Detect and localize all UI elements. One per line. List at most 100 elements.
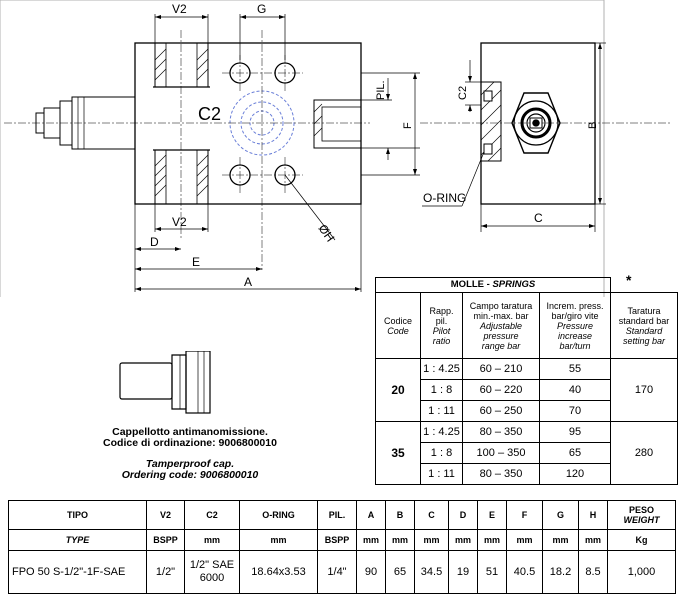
dim-f: F (402, 122, 414, 129)
dim-c2-side: C2 (457, 86, 469, 100)
col-b: B (385, 500, 415, 530)
range-cell: 80 – 350 (462, 421, 540, 443)
dim-pil: PIL. (375, 80, 387, 100)
col-peso-label: PESO (628, 505, 654, 515)
cell-tipo: FPO 50 S-1/2"-1F-SAE (8, 550, 147, 594)
unit-v2: BSPP (146, 529, 185, 551)
cell-h: 8.5 (578, 550, 608, 594)
dim-b: B (587, 122, 599, 129)
cell-oring: 18.64x3.53 (239, 550, 318, 594)
ratio-cell: 1 : 4.25 (420, 421, 463, 443)
h-pinc1: Pressure (556, 320, 593, 331)
ratio-cell: 1 : 11 (420, 463, 463, 485)
h-rapp: Rapp. (429, 305, 454, 316)
h-adj1: Adjustable (479, 320, 523, 331)
h-pinc3: bar/turn (559, 340, 591, 351)
range-cell: 60 – 210 (462, 358, 540, 380)
unit-peso: Kg (607, 529, 676, 551)
table-row: 1 : 11 60 – 250 70 (376, 400, 678, 422)
col-pil: PIL. (317, 500, 357, 530)
range-cell: 100 – 350 (462, 442, 540, 464)
technical-drawing: V2 G C2 V2 D E A PIL. F ØH B C2 C O-RING (0, 0, 672, 297)
ratio-cell: 1 : 11 (420, 400, 463, 422)
cell-g: 18.2 (542, 550, 579, 594)
tamperproof-cap-drawing (119, 351, 211, 414)
header-codice: Codice (383, 315, 412, 326)
specs-table: TIPO V2 C2 O-RING PIL. A B C D E F G H P… (8, 500, 676, 594)
setting-cell: 170 (610, 358, 678, 422)
dim-d: D (150, 235, 159, 249)
h-pilot: Pilot (432, 325, 451, 336)
specs-header-row: TIPO V2 C2 O-RING PIL. A B C D E F G H P… (8, 500, 676, 530)
cap-line-4: Ordering code: 9006800010 (121, 469, 259, 481)
dim-c2: C2 (198, 104, 221, 124)
h-incr1: Increm. press. (546, 300, 604, 311)
dim-v2-top: V2 (172, 2, 187, 16)
unit-oring: mm (239, 529, 318, 551)
oring-label: O-RING (423, 191, 466, 205)
col-tipo: TIPO (8, 500, 147, 530)
h-incr2: bar/giro vite (551, 310, 599, 321)
cell-c: 34.5 (414, 550, 449, 594)
col-d: D (448, 500, 478, 530)
unit-h: mm (578, 529, 608, 551)
col-weight-label: WEIGHT (623, 515, 660, 525)
cell-c2-a: 1/2" SAE (189, 559, 235, 571)
unit-pil: BSPP (317, 529, 357, 551)
table-row: 35 1 : 4.25 80 – 350 95 280 (375, 421, 678, 485)
cell-a: 90 (356, 550, 386, 594)
side-view (480, 42, 596, 205)
header-code-en: Code (387, 325, 409, 336)
table-row: 1 : 11 80 – 350 120 (376, 463, 678, 485)
col-e: E (477, 500, 507, 530)
unit-c: mm (414, 529, 449, 551)
cell-c2-b: 6000 (199, 572, 225, 584)
increase-cell: 70 (539, 400, 611, 422)
specs-unit-row: TYPE BSPP mm mm BSPP mm mm mm mm mm mm m… (8, 529, 676, 551)
cap-line-2: Codice di ordinazione: 9006800010 (103, 437, 277, 449)
dim-h: ØH (316, 222, 338, 245)
increase-cell: 55 (539, 358, 611, 380)
col-a: A (356, 500, 386, 530)
increase-cell: 120 (539, 463, 611, 485)
h-pil: pil. (435, 315, 448, 326)
cap-caption-en: Tamperproof cap. Ordering code: 90068000… (40, 459, 340, 481)
ratio-cell: 1 : 8 (420, 442, 463, 464)
cell-e: 51 (477, 550, 507, 594)
col-oring: O-RING (239, 500, 318, 530)
h-pinc2: increase (557, 330, 593, 341)
col-v2: V2 (146, 500, 185, 530)
cell-f: 40.5 (506, 550, 543, 594)
unit-f: mm (506, 529, 543, 551)
h-campo2: min.-max. bar (473, 310, 529, 321)
springs-title-en: SPRINGS (492, 279, 536, 290)
table-row: 20 1 : 4.25 60 – 210 55 170 (375, 358, 678, 422)
cap-caption-it: Cappellotto antimanomissione. Codice di … (40, 427, 340, 449)
springs-title: MOLLE - SPRINGS (375, 277, 611, 293)
h-campo1: Campo taratura (469, 300, 533, 311)
cell-b: 65 (385, 550, 415, 594)
increase-cell: 40 (539, 379, 611, 401)
spring-code: 20 (375, 358, 421, 422)
setting-cell: 280 (610, 421, 678, 485)
h-adj2: pressure (483, 330, 519, 341)
h-adj3: range bar (481, 340, 521, 351)
range-cell: 60 – 250 (462, 400, 540, 422)
cell-d: 19 (448, 550, 478, 594)
unit-b: mm (385, 529, 415, 551)
ratio-cell: 1 : 4.25 (420, 358, 463, 380)
col-f: F (506, 500, 543, 530)
dim-v2-bottom: V2 (172, 215, 187, 229)
unit-c2: mm (184, 529, 240, 551)
h-std1: Standard (625, 325, 663, 336)
range-cell: 60 – 220 (462, 379, 540, 401)
col-g: G (542, 500, 579, 530)
dim-g: G (257, 2, 266, 16)
